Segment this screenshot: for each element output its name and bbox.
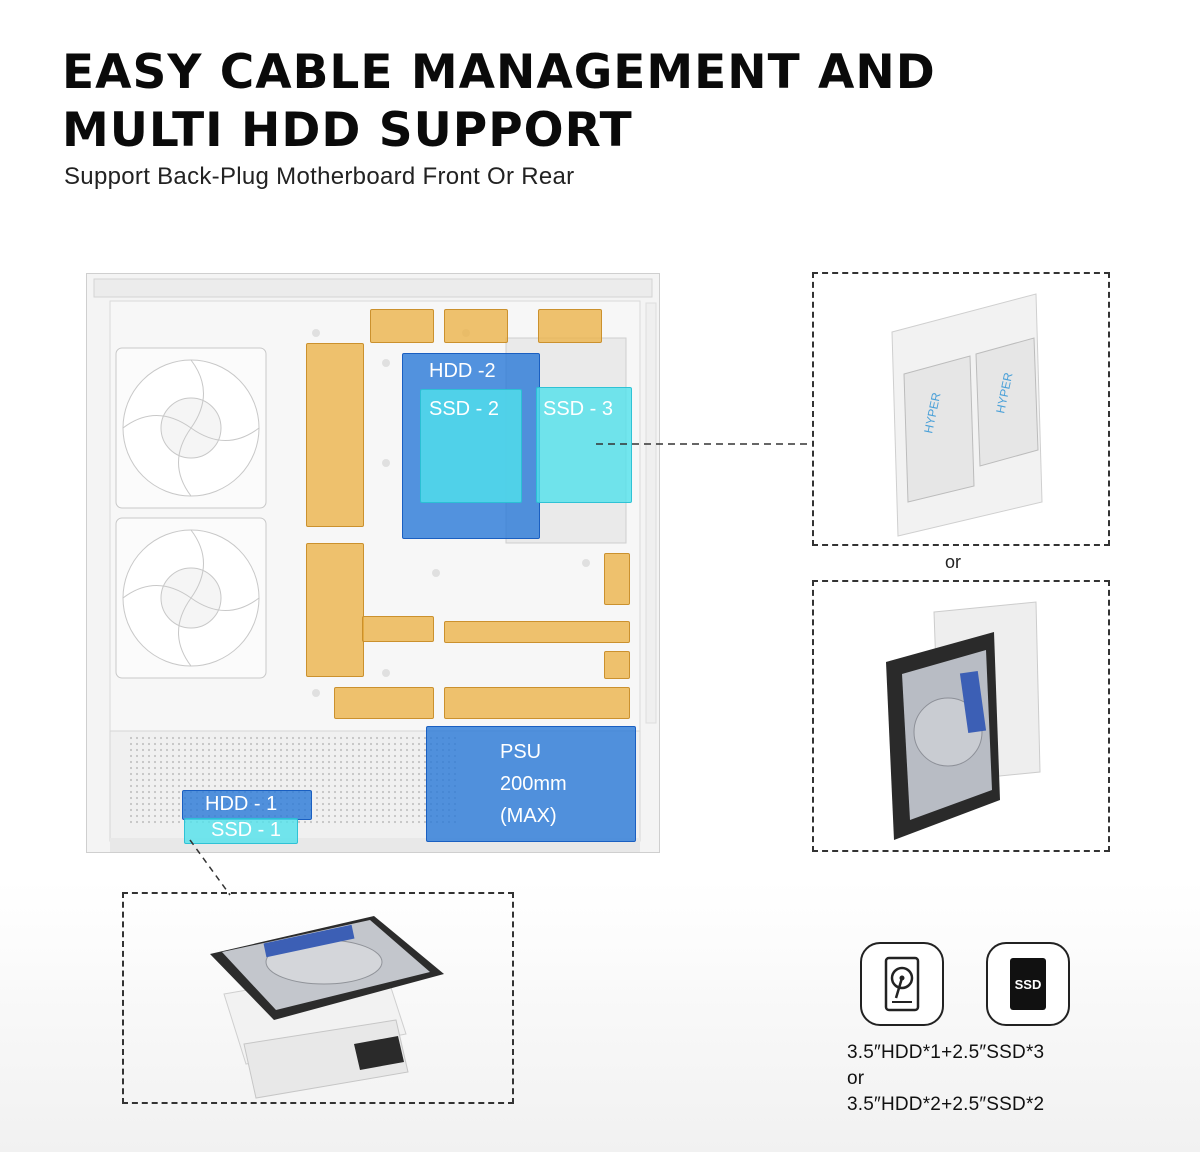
case-illustration: HDD -2 SSD - 2 SSD - 3 PSU 200mm (MAX) H… [85, 272, 661, 883]
capacity-line-2: 3.5″HDD*2+2.5″SSD*2 [847, 1094, 1045, 1115]
ssd-1-label: SSD - 1 [211, 819, 282, 841]
hdd-1-zone: HDD - 1 [182, 790, 312, 820]
fan-bottom [115, 517, 267, 679]
page-title: EASY CABLE MANAGEMENT AND MULTI HDD SUPP… [62, 44, 936, 160]
cable-zone [362, 616, 434, 642]
ssd-icon-text: SSD [1015, 977, 1042, 992]
hdd-2-label: HDD -2 [429, 360, 496, 382]
capacity-or: or [847, 1068, 865, 1089]
cable-zone [444, 309, 508, 343]
hdd-ssd-tray-image [210, 916, 444, 1099]
hdd-bracket-option-box [812, 580, 1110, 852]
hdd-icon [884, 956, 920, 1012]
capacity-line-1: 3.5″HDD*1+2.5″SSD*3 [847, 1042, 1045, 1063]
psu-label-1: PSU [500, 741, 542, 763]
ssd-icon-badge: SSD [986, 942, 1070, 1026]
hdd-1-label: HDD - 1 [205, 793, 278, 815]
ssd-3-zone: SSD - 3 [536, 387, 632, 503]
or-label: or [945, 552, 962, 572]
ssd-bracket-image: HYPER HYPER [891, 293, 1043, 537]
ssd-bracket-option-box: HYPER HYPER [812, 272, 1110, 546]
psu-label-3: (MAX) [500, 805, 557, 827]
hdd-bracket-image [886, 601, 1041, 840]
cable-zone [604, 651, 630, 679]
fan-top [115, 347, 267, 509]
psu-label-2: 200mm [500, 773, 567, 795]
title-line-1: EASY CABLE MANAGEMENT AND [62, 45, 936, 100]
cable-zone [604, 553, 630, 605]
hdd-icon-badge [860, 942, 944, 1026]
ssd-3-label: SSD - 3 [543, 398, 614, 420]
cable-zone [370, 309, 434, 343]
cable-zone [306, 543, 364, 677]
ssd-1-zone: SSD - 1 [184, 818, 298, 844]
subtitle: Support Back-Plug Motherboard Front Or R… [64, 163, 575, 190]
cable-zone [306, 343, 364, 527]
ssd-2-label: SSD - 2 [429, 398, 500, 420]
title-line-2: MULTI HDD SUPPORT [62, 103, 633, 158]
hdd-ssd-tray-box [122, 892, 514, 1104]
psu-zone: PSU 200mm (MAX) [426, 726, 636, 842]
cable-zone [538, 309, 602, 343]
ssd-2-zone: SSD - 2 [420, 389, 522, 503]
ssd-icon: SSD [1010, 958, 1046, 1010]
cable-zone [444, 621, 630, 643]
cable-zone [444, 687, 630, 719]
cable-zone [334, 687, 434, 719]
